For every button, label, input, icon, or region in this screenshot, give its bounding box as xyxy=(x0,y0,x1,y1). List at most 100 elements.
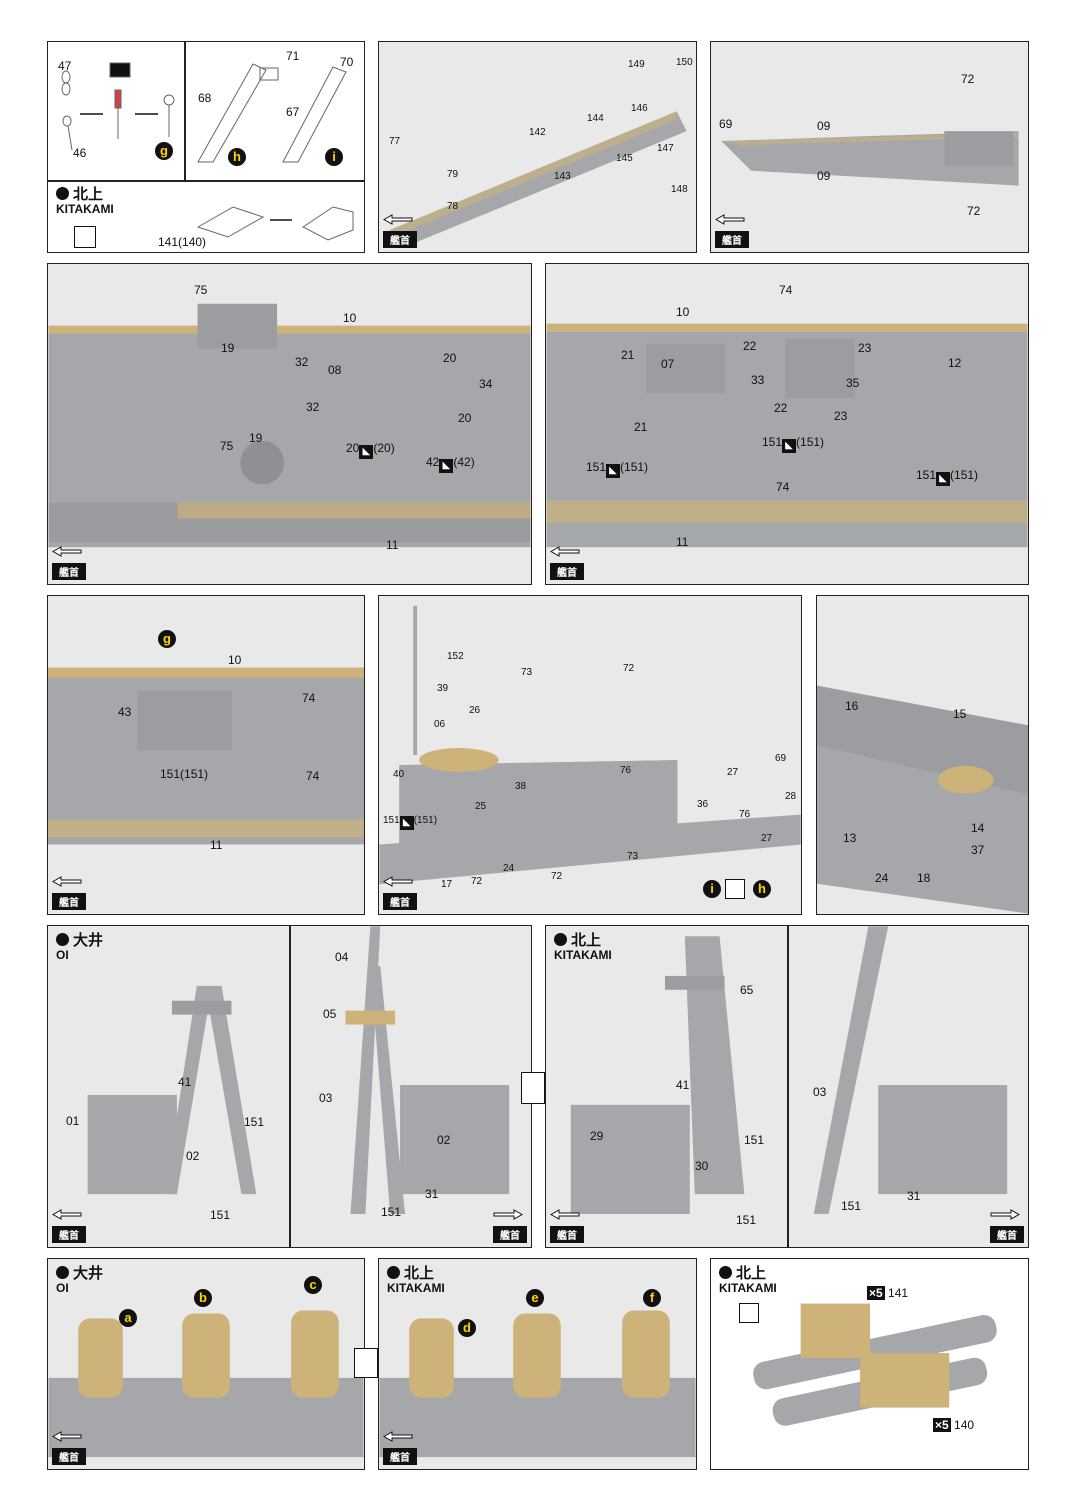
part-number: 04 xyxy=(335,950,349,964)
left-arrow-icon xyxy=(382,214,413,225)
part-number: 11 xyxy=(210,838,223,852)
bow-label: 艦首 xyxy=(383,231,417,248)
bow-direction-indicator: 艦首 xyxy=(382,212,417,248)
part-number: 02 xyxy=(437,1133,451,1147)
part-number: 144 xyxy=(587,113,604,124)
bow-label: 艦首 xyxy=(383,1448,417,1465)
photo-panel-forward-deck: 75 10 19 32 08 20 34 32 20 19 75 20◣(20)… xyxy=(47,263,532,585)
part-number: 31 xyxy=(425,1187,439,1201)
part-number: 72 xyxy=(551,871,563,882)
photo-panel-kitakami-bridge-front: 北上 KITAKAMI 65 41 29 151 30 151 艦首 xyxy=(545,925,788,1248)
ship-name-en: OI xyxy=(56,947,69,962)
part-number: 151 xyxy=(762,435,783,449)
part-number: 33 xyxy=(751,373,765,387)
photo-panel-stern-mast: 152 39 26 73 72 06 40 76 27 69 28 38 25 … xyxy=(378,595,802,915)
quantity-multiplier: ×5 xyxy=(933,1418,951,1432)
hull-photo xyxy=(711,42,1028,252)
part-number: 75 xyxy=(220,439,234,453)
part-number: 24 xyxy=(503,863,515,874)
part-number: 02 xyxy=(186,1149,200,1163)
bow-direction-indicator: 艦首 xyxy=(51,874,86,910)
part-number: 151 xyxy=(381,1205,402,1219)
part-number: 21 xyxy=(621,348,635,362)
part-number: 75 xyxy=(194,283,208,297)
part-number: 11 xyxy=(676,535,689,549)
part-number: 01 xyxy=(66,1114,80,1128)
part-number: 72 xyxy=(961,72,975,86)
part-number: 141 xyxy=(888,1286,909,1300)
part-number: 23 xyxy=(858,341,872,355)
ship-name-jp: 北上 xyxy=(73,185,104,203)
part-number: 22 xyxy=(743,339,757,353)
ship-header: 北上 KITAKAMI xyxy=(56,186,114,216)
part-number: 12 xyxy=(948,356,962,370)
photo-panel-oi-funnels: 大井 OI a b c 艦首 xyxy=(47,1258,365,1470)
part-number: 28 xyxy=(785,791,797,802)
part-number: 72 xyxy=(623,663,635,674)
part-number: 69 xyxy=(775,753,787,764)
left-arrow-icon xyxy=(51,546,82,557)
part-callout: 151◣(151) xyxy=(762,436,824,453)
part-number: 147 xyxy=(657,143,674,154)
part-number: 36 xyxy=(697,799,709,810)
part-number: 42 xyxy=(426,455,440,469)
part-number: 151(151) xyxy=(160,767,209,781)
photo-panel-kitakami-bridge-rear: 03 31 151 艦首 xyxy=(788,925,1029,1248)
bow-direction-indicator: 艦首 xyxy=(549,544,584,580)
step-marker: g xyxy=(155,142,173,160)
left-arrow-icon xyxy=(549,546,580,557)
bridge-photo xyxy=(546,926,787,1247)
part-number: 149 xyxy=(628,59,645,70)
ship-name-jp: 北上 xyxy=(571,931,602,949)
ship-name-jp: 大井 xyxy=(73,1264,104,1282)
ship-header: 大井 OI xyxy=(56,932,103,962)
part-callout: 42◣(42) xyxy=(426,456,475,473)
part-number: 37 xyxy=(971,843,985,857)
photo-panel-torpedo-tubes: 北上 KITAKAMI ×5 141 ×5 140 xyxy=(710,1258,1029,1470)
optional-part-icon xyxy=(725,879,745,899)
step-marker: h xyxy=(228,148,246,166)
part-number: 07 xyxy=(661,357,675,371)
part-number: 13 xyxy=(843,831,857,845)
step-marker: i xyxy=(325,148,343,166)
ship-name-en: OI xyxy=(56,1280,69,1295)
bow-direction-indicator: 艦首 xyxy=(51,1207,86,1243)
stern-direction-indicator: 艦首 xyxy=(493,1207,527,1243)
right-arrow-icon xyxy=(493,1209,524,1220)
part-number: 19 xyxy=(249,431,263,445)
part-number: 73 xyxy=(627,851,639,862)
part-number: 08 xyxy=(328,363,342,377)
part-number: (151) xyxy=(796,435,825,449)
deck-photo xyxy=(546,264,1028,584)
part-number: 15 xyxy=(953,707,967,721)
part-number: 151 xyxy=(916,468,937,482)
part-number: (151) xyxy=(413,815,438,826)
bow-label: 艦首 xyxy=(550,563,584,580)
photo-panel-oi-bridge-rear: 04 05 03 02 31 151 艦首 xyxy=(290,925,532,1248)
bullet-icon xyxy=(56,1266,69,1279)
photo-panel-aft-deck: g 10 74 43 151(151) 74 11 艦首 xyxy=(47,595,365,915)
part-number: 16 xyxy=(845,699,859,713)
part-number: 11 xyxy=(386,538,399,552)
part-number: 34 xyxy=(479,377,493,391)
part-number: (42) xyxy=(453,455,475,469)
part-number: 24 xyxy=(875,871,889,885)
part-callout: 151◣(151) xyxy=(586,461,648,478)
part-number: 78 xyxy=(447,201,459,212)
step-marker: e xyxy=(526,1289,544,1307)
part-number: 151 xyxy=(210,1208,231,1222)
mirror-mark-icon: ◣ xyxy=(936,472,951,486)
bow-direction-indicator: 艦首 xyxy=(51,1429,86,1465)
part-number: 40 xyxy=(393,769,405,780)
part-number: 65 xyxy=(740,983,754,997)
photo-panel-oi-bridge-front: 大井 OI 41 01 151 02 151 艦首 xyxy=(47,925,290,1248)
ship-header: 北上 KITAKAMI xyxy=(387,1265,445,1295)
part-number: 09 xyxy=(817,169,831,183)
part-number: 27 xyxy=(761,833,773,844)
part-number: 73 xyxy=(521,667,533,678)
bow-label: 艦首 xyxy=(52,1226,86,1243)
panel-divider-horizontal xyxy=(48,180,364,182)
part-number: 146 xyxy=(631,103,648,114)
part-number: 76 xyxy=(620,765,632,776)
part-number: 09 xyxy=(817,119,831,133)
